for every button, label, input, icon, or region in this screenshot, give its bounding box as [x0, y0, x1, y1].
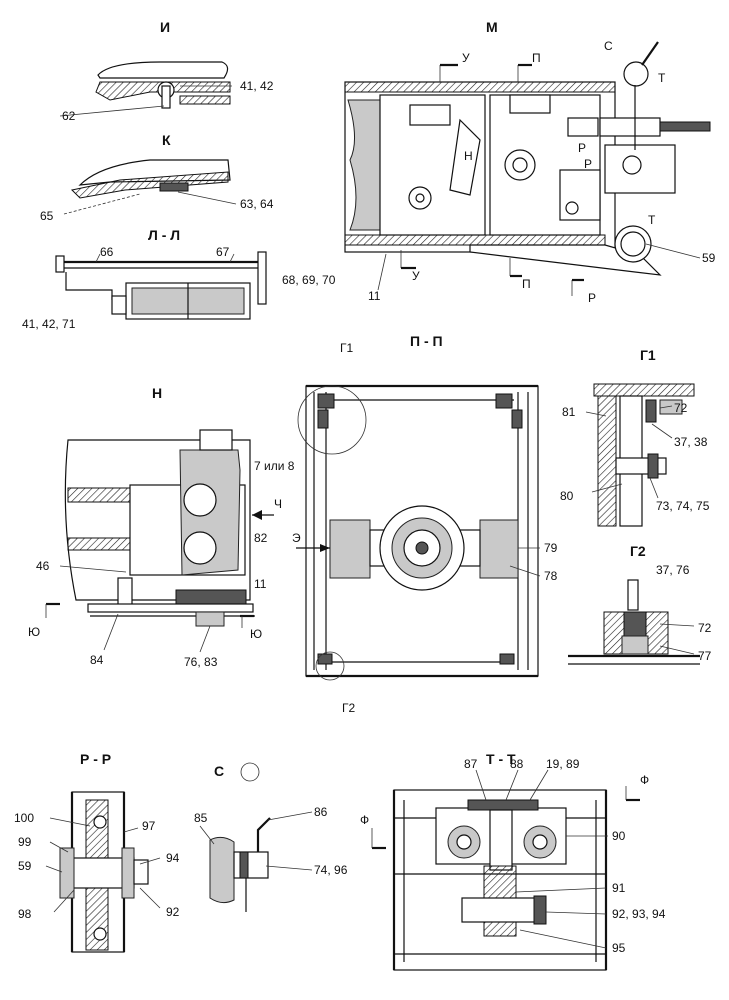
view-tt-label-2: 19, 89 [546, 757, 580, 771]
view-n: Н 7 или 8 Ч 82 46 11 Ю Ю 84 76, 83 [28, 385, 295, 669]
view-m-label-2: Т [648, 213, 656, 227]
view-ll-label-2: 68, 69, 70 [282, 273, 336, 287]
view-m-label-3: Р [578, 141, 586, 155]
view-tt-title: Т - Т [486, 751, 516, 767]
view-i-label-1: 62 [62, 109, 76, 123]
view-m-label-0: С [604, 39, 613, 53]
view-m-label-10: Н [464, 149, 473, 163]
view-pp-label-1: Э [292, 531, 301, 545]
view-s: С 85 86 74, 96 [194, 762, 348, 912]
view-k: К 63, 64 65 [40, 132, 274, 223]
view-rr-label-4: 94 [166, 851, 180, 865]
view-n-label-3: 46 [36, 559, 50, 573]
view-m-label-1: Т [658, 71, 666, 85]
view-n-label-2: 82 [254, 531, 268, 545]
view-n-label-1: Ч [274, 497, 282, 511]
view-m-title: М [486, 19, 498, 35]
view-rr-label-0: 100 [14, 811, 34, 825]
view-i: И 41, 42 62 [59, 19, 274, 123]
view-tt-label-3: Ф [360, 813, 369, 827]
view-g1-label-2: 37, 38 [674, 435, 708, 449]
view-pp-label-0: Г1 [340, 341, 353, 355]
view-n-label-5: Ю [28, 625, 40, 639]
view-g2-label-1: 72 [698, 621, 712, 635]
view-g1: Г1 81 72 37, 38 80 73, 74, 75 [560, 347, 710, 527]
view-m-label-4: Р [584, 157, 592, 171]
view-rr-label-1: 99 [18, 835, 32, 849]
view-s-title: С [214, 763, 224, 779]
view-m-label-9: П [522, 277, 531, 291]
view-s-label-2: 74, 96 [314, 863, 348, 877]
view-g1-label-0: 81 [562, 405, 576, 419]
view-tt-label-6: 91 [612, 881, 626, 895]
view-g2-label-2: 77 [698, 649, 712, 663]
view-n-title: Н [152, 385, 162, 401]
view-pp-title: П - П [410, 333, 443, 349]
view-ll: Л - Л 66 67 68, 69, 70 41, 42, 71 [22, 227, 336, 331]
view-tt-label-5: 90 [612, 829, 626, 843]
view-i-label-0: 41, 42 [240, 79, 274, 93]
view-m-label-5: Р [588, 291, 596, 305]
view-n-label-7: 84 [90, 653, 104, 667]
view-m-label-6: У [462, 51, 470, 65]
view-tt-label-4: Ф [640, 773, 649, 787]
view-i-title: И [160, 19, 170, 35]
view-tt-label-0: 87 [464, 757, 478, 771]
view-ll-label-0: 66 [100, 245, 114, 259]
view-n-label-6: Ю [250, 627, 262, 641]
view-rr-title: Р - Р [80, 751, 111, 767]
view-tt-label-7: 92, 93, 94 [612, 907, 666, 921]
view-g1-label-1: 72 [674, 401, 688, 415]
view-rr: Р - Р 100 99 97 59 94 98 92 [14, 751, 180, 953]
view-s-label-1: 86 [314, 805, 328, 819]
view-m-label-12: 11 [368, 289, 381, 303]
view-rr-label-6: 92 [166, 905, 180, 919]
view-pp-label-2: 79 [544, 541, 558, 555]
view-g2-label-0: 37, 76 [656, 563, 690, 577]
view-ll-label-3: 41, 42, 71 [22, 317, 76, 331]
view-n-label-0: 7 или 8 [254, 459, 295, 473]
view-pp-label-4: Г2 [342, 701, 355, 715]
view-tt: Т - Т 87 88 19, 89 Ф Ф 90 9 [360, 751, 666, 971]
view-n-label-4: 11 [254, 577, 267, 591]
view-k-title: К [162, 132, 171, 148]
view-pp: П - П Г1 Э 79 78 Г2 [292, 333, 558, 715]
view-rr-label-3: 59 [18, 859, 32, 873]
view-g2-title: Г2 [630, 543, 646, 559]
view-rr-label-5: 98 [18, 907, 32, 921]
view-m: М С [344, 19, 716, 305]
view-g2: Г2 37, 76 72 77 [568, 543, 712, 665]
view-g1-label-3: 80 [560, 489, 574, 503]
view-tt-label-8: 95 [612, 941, 626, 955]
view-k-label-0: 63, 64 [240, 197, 274, 211]
view-k-label-1: 65 [40, 209, 54, 223]
view-m-label-8: П [532, 51, 541, 65]
view-m-label-11: 59 [702, 251, 716, 265]
view-n-label-8: 76, 83 [184, 655, 218, 669]
view-m-label-7: У [412, 269, 420, 283]
view-ll-label-1: 67 [216, 245, 230, 259]
view-g1-label-4: 73, 74, 75 [656, 499, 710, 513]
view-tt-label-1: 88 [510, 757, 524, 771]
view-ll-title: Л - Л [148, 227, 180, 243]
view-s-label-0: 85 [194, 811, 208, 825]
view-pp-label-3: 78 [544, 569, 558, 583]
view-rr-label-2: 97 [142, 819, 156, 833]
view-g1-title: Г1 [640, 347, 656, 363]
